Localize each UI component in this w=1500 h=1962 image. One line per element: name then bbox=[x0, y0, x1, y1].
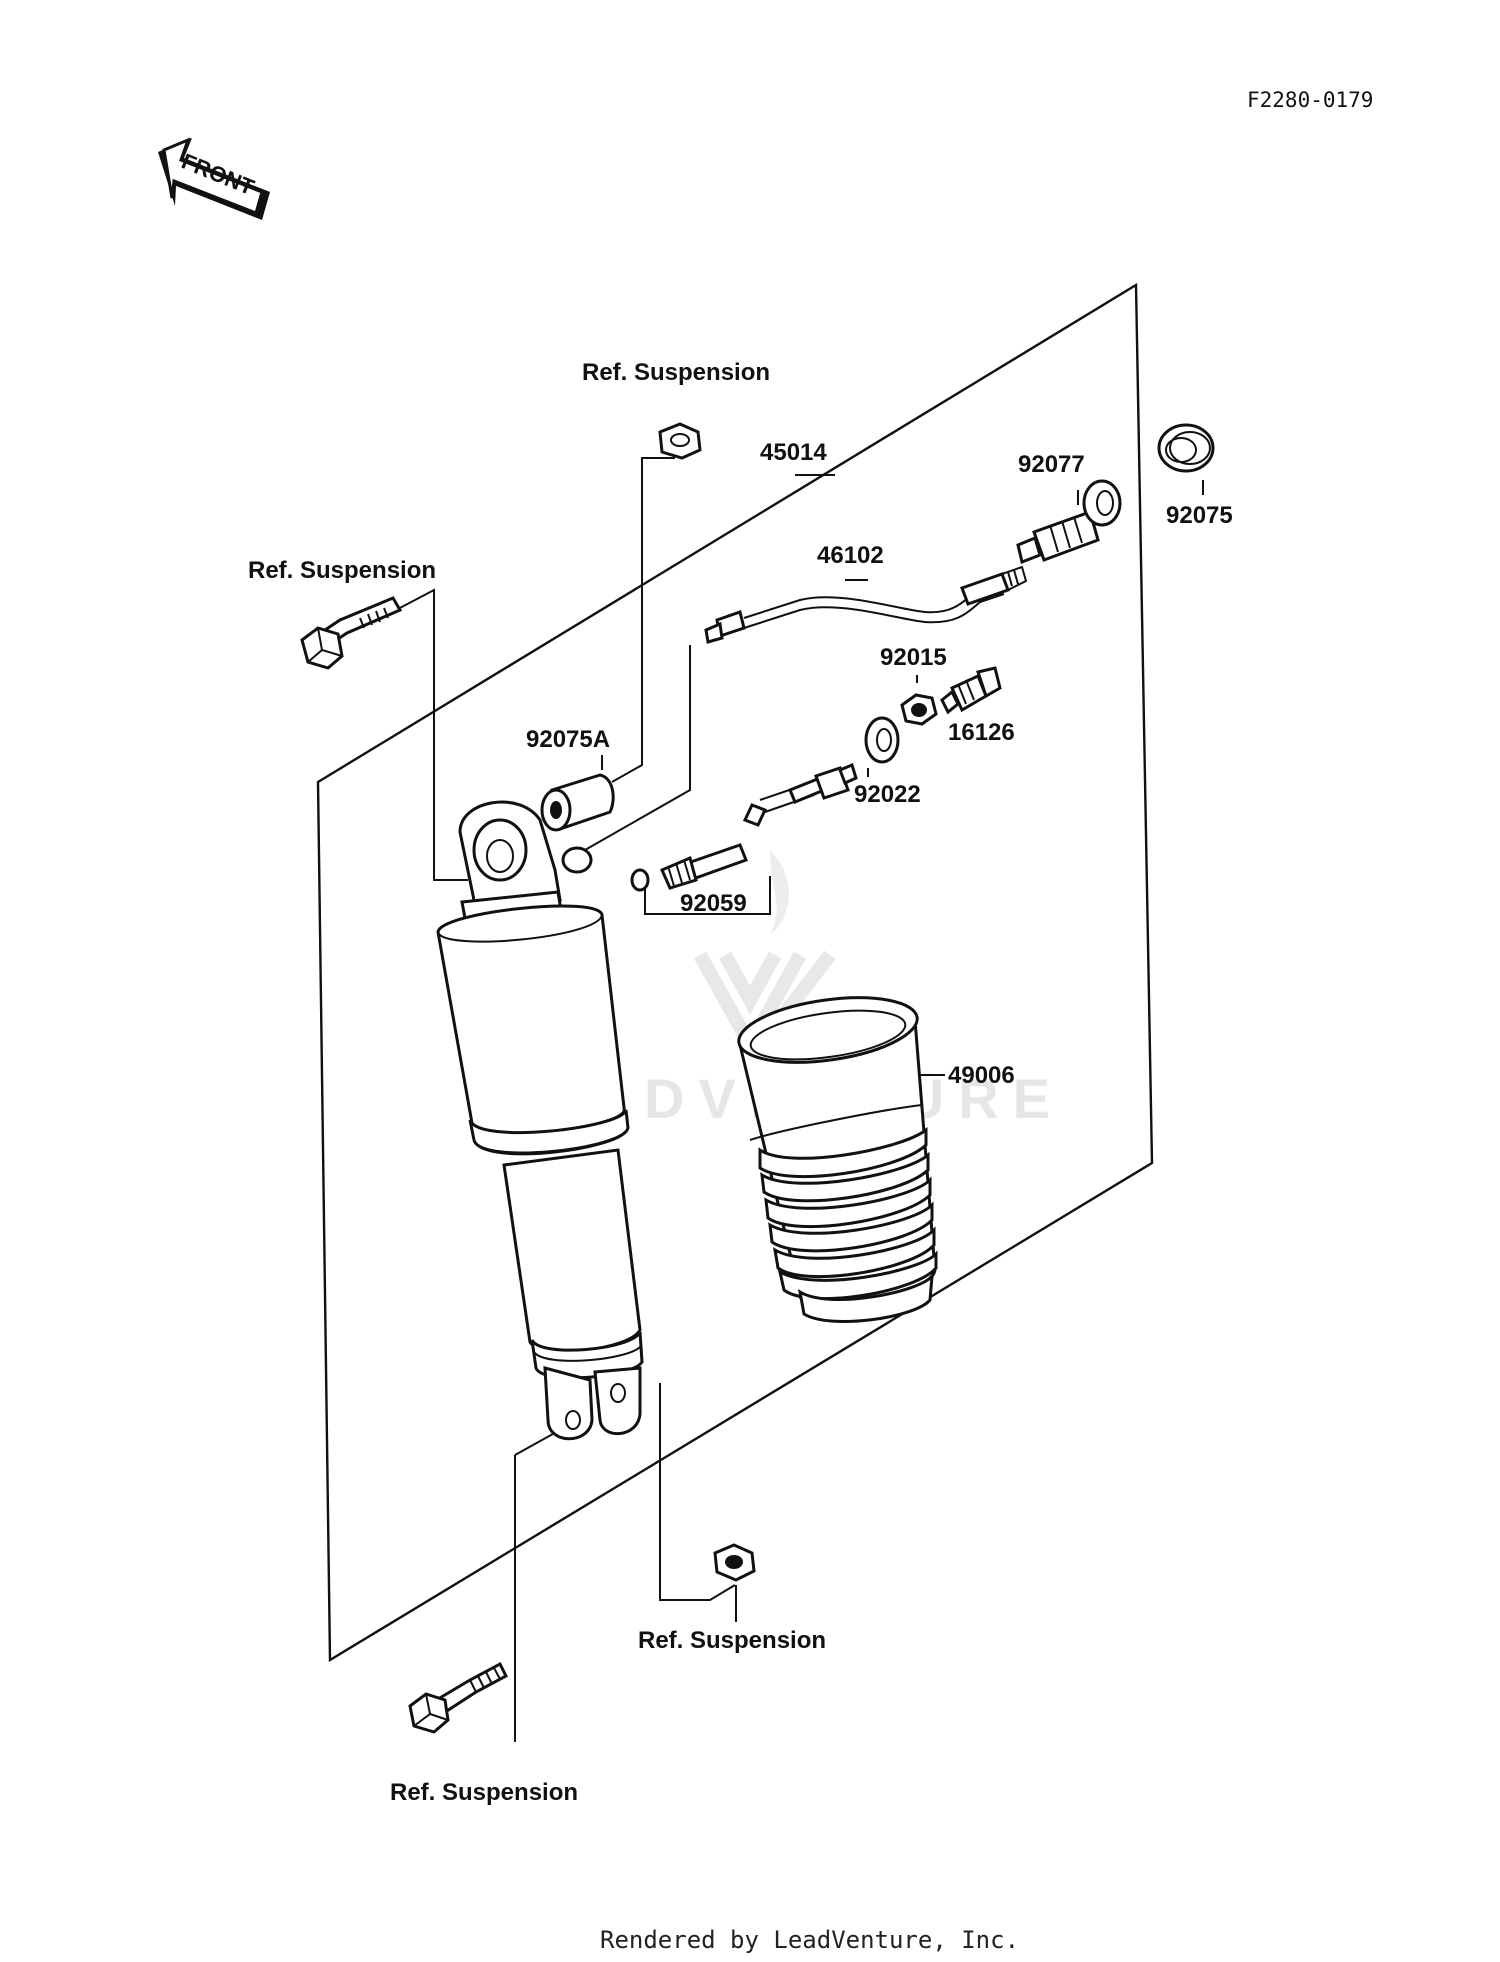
label-49006: 49006 bbox=[948, 1062, 1015, 1089]
label-92075: 92075 bbox=[1166, 502, 1233, 529]
bushing-92075A bbox=[540, 773, 615, 832]
washer-92022 bbox=[864, 716, 900, 764]
label-92015: 92015 bbox=[880, 644, 947, 671]
top-bolt bbox=[300, 596, 403, 670]
banjo-bolt-92059 bbox=[630, 762, 858, 892]
label-46102: 46102 bbox=[817, 542, 884, 569]
label-92077: 92077 bbox=[1018, 451, 1085, 478]
ref-bottom-nut: Ref. Suspension bbox=[638, 1627, 826, 1654]
leader-lines bbox=[395, 457, 1204, 1742]
diagram-code: F2280-0179 bbox=[1247, 88, 1373, 112]
reference-labels: Ref. Suspension Ref. Suspension Ref. Sus… bbox=[248, 359, 826, 1806]
ref-top-nut: Ref. Suspension bbox=[582, 359, 770, 386]
nut-92015 bbox=[900, 693, 938, 726]
bottom-nut bbox=[713, 1543, 756, 1582]
top-nut bbox=[658, 422, 702, 460]
label-16126: 16126 bbox=[948, 719, 1015, 746]
label-92075A: 92075A bbox=[526, 726, 610, 753]
footer-credit: Rendered by LeadVenture, Inc. bbox=[600, 1926, 1019, 1954]
label-45014: 45014 bbox=[760, 439, 827, 466]
shock-absorber bbox=[436, 800, 644, 1441]
boot-49006 bbox=[737, 996, 938, 1323]
front-arrow-icon: FRONT bbox=[158, 137, 270, 220]
kit-frame bbox=[316, 282, 1154, 1663]
label-92059: 92059 bbox=[680, 890, 747, 917]
ref-bottom-bolt: Ref. Suspension bbox=[390, 1779, 578, 1806]
adjuster-92077 bbox=[1016, 479, 1122, 565]
ref-top-bolt: Ref. Suspension bbox=[248, 557, 436, 584]
bottom-bolt bbox=[408, 1661, 508, 1734]
label-92022: 92022 bbox=[854, 781, 921, 808]
grommet-92075 bbox=[1157, 423, 1215, 473]
part-labels: 45014 46102 92077 92075 92015 16126 9202… bbox=[526, 439, 1233, 1089]
hose-46102 bbox=[704, 565, 1028, 644]
valve-16126 bbox=[940, 666, 1002, 715]
